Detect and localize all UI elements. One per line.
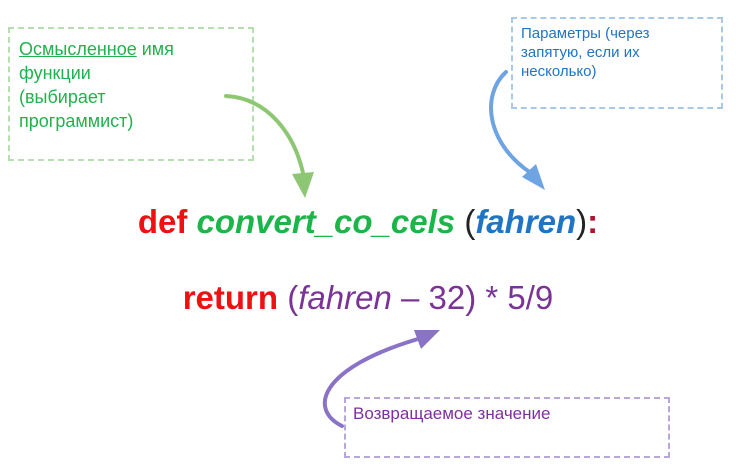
function-name-note-line4: программист) [19, 111, 134, 131]
return-value-note-text: Возвращаемое значение [353, 404, 551, 423]
expr-variable: fahren [298, 279, 392, 316]
parameters-note-line3: несколько) [521, 63, 597, 80]
purple-arrow [322, 330, 440, 428]
function-name-note: Осмысленное имя функции (выбирает програ… [8, 27, 254, 161]
expr-minus-32: – 32) [391, 279, 477, 316]
function-name-note-rest: имя [136, 39, 174, 59]
function-name-note-underlined: Осмысленное [19, 39, 137, 59]
parameters-note-line2: запятую, если их [521, 44, 640, 61]
return-keyword: return [182, 279, 279, 316]
function-name-note-line2: функции [19, 63, 91, 83]
parameters-note: Параметры (через запятую, если их нескол… [511, 17, 723, 109]
green-arrow [224, 94, 314, 198]
def-keyword: def [137, 203, 188, 240]
expr-tail: * 5/9 [476, 279, 554, 316]
code-line-def: def convert_co_cels (fahren): [0, 203, 736, 241]
expr-open-paren: ( [287, 279, 299, 316]
code-line-return: return (fahren – 32) * 5/9 [0, 279, 736, 317]
blue-arrow [489, 70, 545, 190]
colon: : [587, 203, 599, 240]
function-name-note-line1: Осмысленное имя [19, 37, 252, 61]
parameter-name: fahren [475, 203, 577, 240]
return-value-note: Возвращаемое значение [344, 397, 670, 458]
close-paren: ) [576, 203, 588, 240]
function-name: convert_co_cels [196, 203, 456, 240]
open-paren: ( [464, 203, 476, 240]
parameters-note-line1: Параметры (через [521, 25, 650, 42]
function-name-note-line3: (выбирает [19, 87, 106, 107]
